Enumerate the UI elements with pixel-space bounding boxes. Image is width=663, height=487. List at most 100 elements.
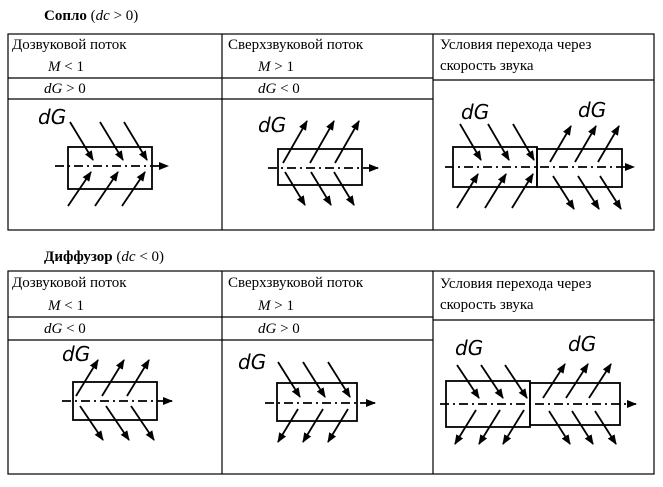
flow-channel-box bbox=[67, 146, 153, 190]
diffuser-col2-mach: M > 1 bbox=[258, 298, 294, 315]
mass-flow-arrow bbox=[277, 408, 299, 443]
mass-flow-arrow bbox=[99, 121, 124, 161]
dg-op: > 0 bbox=[280, 321, 300, 337]
mass-flow-arrow bbox=[454, 409, 477, 445]
diffuser-col2-dg: dG > 0 bbox=[258, 321, 300, 338]
dg-var: dG bbox=[44, 321, 63, 337]
mach-op: > 1 bbox=[274, 59, 294, 75]
diffuser-transition-diagram bbox=[440, 363, 637, 445]
nozzle-col1-header: Дозвуковой поток bbox=[12, 37, 127, 53]
mass-flow-arrow bbox=[75, 359, 99, 397]
dg-var: dG bbox=[258, 321, 277, 337]
nozzle-col1-dg-label: dG bbox=[38, 105, 67, 129]
mass-flow-arrow bbox=[456, 173, 479, 209]
mass-flow-arrow bbox=[277, 361, 301, 398]
mach-var: M bbox=[258, 298, 271, 314]
nozzle-col3-dg-label-right: dG bbox=[578, 98, 607, 122]
mach-var: M bbox=[48, 59, 61, 75]
nozzle-col1-dg: dG > 0 bbox=[44, 81, 86, 98]
flow-channel-box bbox=[536, 148, 623, 188]
mass-flow-arrow bbox=[79, 405, 104, 441]
mass-flow-arrow bbox=[302, 361, 326, 398]
diffuser-title: Диффузор (dc < 0) bbox=[44, 249, 165, 265]
mass-flow-arrow bbox=[502, 409, 525, 445]
diffuser-supersonic-diagram bbox=[265, 361, 376, 443]
mass-flow-arrow bbox=[327, 361, 351, 398]
diffuser-col2-dg-label: dG bbox=[238, 350, 267, 374]
mass-flow-arrow bbox=[69, 121, 94, 161]
dg-op: > 0 bbox=[66, 81, 86, 97]
diffuser-col1-mach: M < 1 bbox=[48, 298, 84, 315]
mass-flow-arrow bbox=[284, 171, 306, 206]
mass-flow-arrow bbox=[105, 405, 130, 441]
mass-flow-arrow bbox=[480, 364, 504, 399]
nozzle-col2-header: Сверхзвуковой поток bbox=[228, 37, 364, 53]
mass-flow-arrow bbox=[130, 405, 155, 441]
nozzle-col2-dg-label: dG bbox=[258, 113, 287, 137]
diffuser-table-grid bbox=[7, 270, 655, 475]
mass-flow-arrow bbox=[565, 363, 589, 399]
mach-var: M bbox=[258, 59, 271, 75]
diffuser-col1-dg-label: dG bbox=[62, 342, 91, 366]
mass-flow-arrow bbox=[548, 410, 571, 445]
diffuser-title-var: dc bbox=[121, 249, 136, 265]
mass-flow-arrow bbox=[484, 173, 507, 209]
nozzle-col2-dg: dG < 0 bbox=[258, 81, 300, 98]
nozzle-transition-diagram bbox=[445, 123, 635, 210]
nozzle-supersonic-diagram bbox=[268, 120, 379, 206]
mass-flow-arrow bbox=[302, 408, 324, 443]
mass-flow-arrow bbox=[511, 173, 534, 209]
nozzle-table-grid bbox=[7, 33, 655, 231]
nozzle-col3-header-line1: Условия перехода через bbox=[440, 37, 592, 53]
mass-flow-arrow bbox=[478, 409, 501, 445]
mass-flow-arrow bbox=[67, 171, 92, 207]
flow-channel-box bbox=[277, 148, 363, 186]
dg-var: dG bbox=[44, 81, 63, 97]
nozzle-subsonic-diagram bbox=[55, 121, 169, 207]
diffuser-col3-header-line1: Условия перехода через bbox=[440, 276, 592, 292]
diffuser-col3-dg-label-right: dG bbox=[568, 332, 597, 356]
nozzle-title-var: dc bbox=[95, 8, 110, 24]
mass-flow-arrow bbox=[577, 175, 600, 210]
mass-flow-arrow bbox=[334, 120, 360, 164]
diffuser-subsonic-diagram bbox=[62, 359, 173, 441]
mass-flow-arrow bbox=[309, 120, 335, 164]
diffuser-col1-dg: dG < 0 bbox=[44, 321, 86, 338]
mass-flow-arrow bbox=[571, 410, 594, 445]
mass-flow-arrow bbox=[487, 123, 510, 161]
mass-flow-arrow bbox=[456, 364, 480, 399]
diffuser-title-word: Диффузор bbox=[44, 249, 113, 265]
nozzle-title: Сопло (dc > 0) bbox=[44, 8, 139, 24]
diffuser-col3-dg-label-left: dG bbox=[455, 336, 484, 360]
mass-flow-arrow bbox=[459, 123, 482, 161]
mass-flow-arrow bbox=[123, 121, 148, 161]
mass-flow-arrow bbox=[101, 359, 125, 397]
dg-op: < 0 bbox=[280, 81, 300, 97]
mass-flow-arrow bbox=[94, 171, 119, 207]
dg-op: < 0 bbox=[66, 321, 86, 337]
mass-flow-arrow bbox=[512, 123, 535, 161]
mass-flow-arrow bbox=[126, 359, 150, 397]
mass-flow-arrow bbox=[333, 171, 355, 206]
mass-flow-arrow bbox=[574, 125, 597, 163]
diffuser-col2-header: Сверхзвуковой поток bbox=[228, 275, 364, 291]
mass-flow-arrow bbox=[599, 175, 622, 210]
mass-flow-arrow bbox=[327, 408, 349, 443]
nozzle-col1-mach: M < 1 bbox=[48, 59, 84, 76]
mach-op: < 1 bbox=[64, 59, 84, 75]
mach-op: < 1 bbox=[64, 298, 84, 314]
nozzle-col3-dg-label-left: dG bbox=[461, 100, 490, 124]
mass-flow-arrow bbox=[588, 363, 612, 399]
mass-flow-arrow bbox=[310, 171, 332, 206]
diffuser-col3-header-line2: скорость звука bbox=[440, 297, 534, 313]
nozzle-title-word: Сопло bbox=[44, 8, 87, 24]
mass-flow-arrow bbox=[542, 363, 566, 399]
mass-flow-arrow bbox=[597, 125, 620, 163]
mass-flow-arrow bbox=[121, 171, 146, 207]
nozzle-title-op: > 0 bbox=[113, 8, 134, 24]
nozzle-col3-header-line2: скорость звука bbox=[440, 58, 534, 74]
nozzle-col2-mach: M > 1 bbox=[258, 59, 294, 76]
mach-var: M bbox=[48, 298, 61, 314]
mass-flow-arrow bbox=[552, 175, 575, 210]
